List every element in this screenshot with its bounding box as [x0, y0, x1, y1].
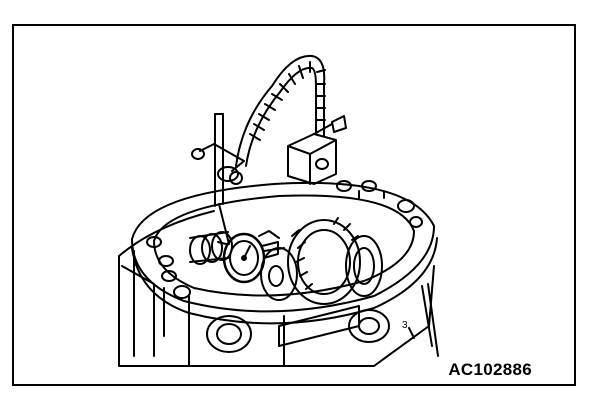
- dial-indicator-icon: [217, 232, 279, 284]
- part-mark-label: 3: [402, 320, 408, 331]
- magnetic-base-icon: [287, 115, 347, 185]
- housing-detail-right: [408, 283, 439, 357]
- differential-gear: [258, 217, 383, 305]
- flange-bolts: [146, 180, 423, 299]
- pinion-shaft: [189, 231, 233, 265]
- flexible-arm-icon: [235, 54, 326, 167]
- indicator-rod: [191, 113, 245, 245]
- figure-code: AC102886: [448, 360, 532, 379]
- housing-flange: [131, 181, 438, 325]
- transmission-illustration: 3: [118, 54, 439, 367]
- figure-frame: 3 AC102886: [12, 24, 576, 386]
